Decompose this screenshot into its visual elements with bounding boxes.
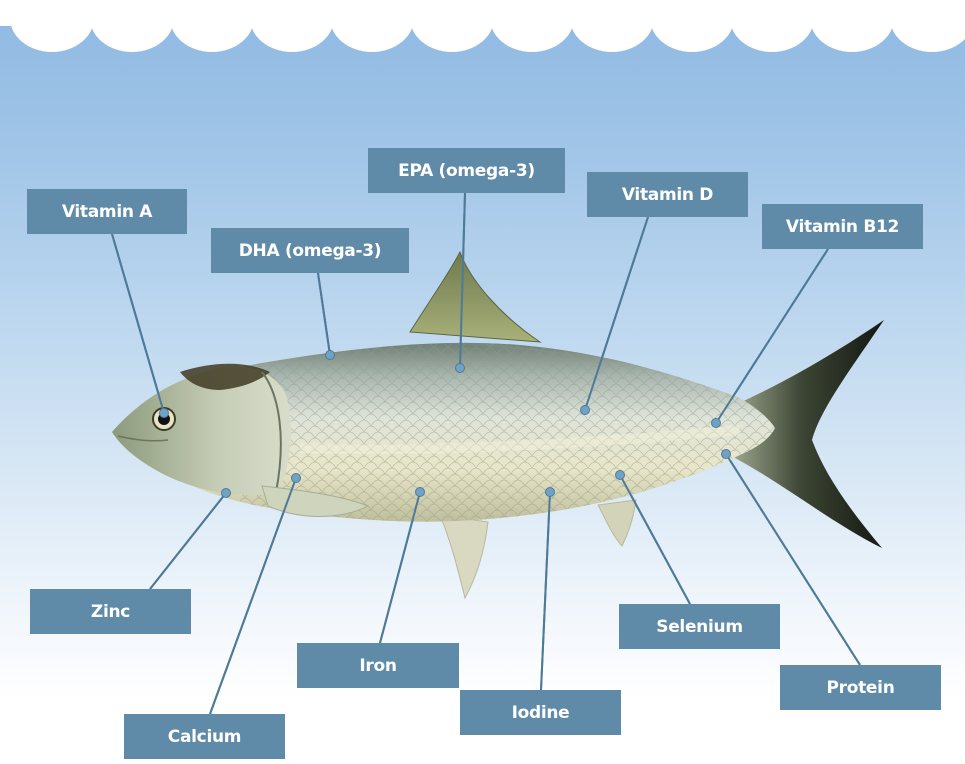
leader-line-overlay-vitamin-a <box>112 234 164 413</box>
pelvic-fin <box>440 515 488 598</box>
label-calcium: Calcium <box>124 714 285 759</box>
anchor-dot-dha <box>326 351 335 360</box>
wave-border <box>0 0 965 52</box>
anchor-dot-epa <box>456 364 465 373</box>
wave-crest <box>890 0 965 52</box>
leader-line-overlay-selenium <box>620 475 690 604</box>
anchor-dot-iodine <box>546 488 555 497</box>
label-vitamin-a: Vitamin A <box>27 189 187 234</box>
label-protein: Protein <box>780 665 941 710</box>
anchor-dot-calcium <box>292 474 301 483</box>
label-vitamin-d: Vitamin D <box>587 172 748 217</box>
wave-crest <box>570 0 654 52</box>
wave-crest <box>330 0 414 52</box>
wave-crest <box>410 0 494 52</box>
wave-crest <box>10 0 94 52</box>
wave-crest <box>650 0 734 52</box>
anchor-dot-vitamin-d <box>581 406 590 415</box>
leader-line-overlay-dha <box>318 273 330 355</box>
dorsal-fin <box>410 252 540 342</box>
anchor-dot-iron <box>416 488 425 497</box>
wave-crest <box>490 0 574 52</box>
fish-illustration <box>112 252 884 598</box>
wave-crest <box>170 0 254 52</box>
wave-crest <box>90 0 174 52</box>
anchor-dot-selenium <box>616 471 625 480</box>
leader-line-overlay-calcium <box>210 478 296 714</box>
label-iodine: Iodine <box>460 690 621 735</box>
leader-line-overlay-iodine <box>541 492 550 690</box>
leader-line-overlay-zinc <box>150 493 226 589</box>
label-iron: Iron <box>297 643 459 688</box>
anchor-dot-zinc <box>222 489 231 498</box>
label-epa: EPA (omega-3) <box>368 148 565 193</box>
wave-crest <box>730 0 814 52</box>
label-zinc: Zinc <box>30 589 191 634</box>
anchor-dot-vitamin-b12 <box>712 419 721 428</box>
wave-crest <box>250 0 334 52</box>
anal-fin <box>598 500 636 546</box>
anchor-dot-vitamin-a <box>160 409 169 418</box>
label-selenium: Selenium <box>619 604 780 649</box>
label-vitamin-b12: Vitamin B12 <box>762 204 923 249</box>
anchor-dot-protein <box>722 450 731 459</box>
wave-crest <box>810 0 894 52</box>
label-dha: DHA (omega-3) <box>211 228 409 273</box>
